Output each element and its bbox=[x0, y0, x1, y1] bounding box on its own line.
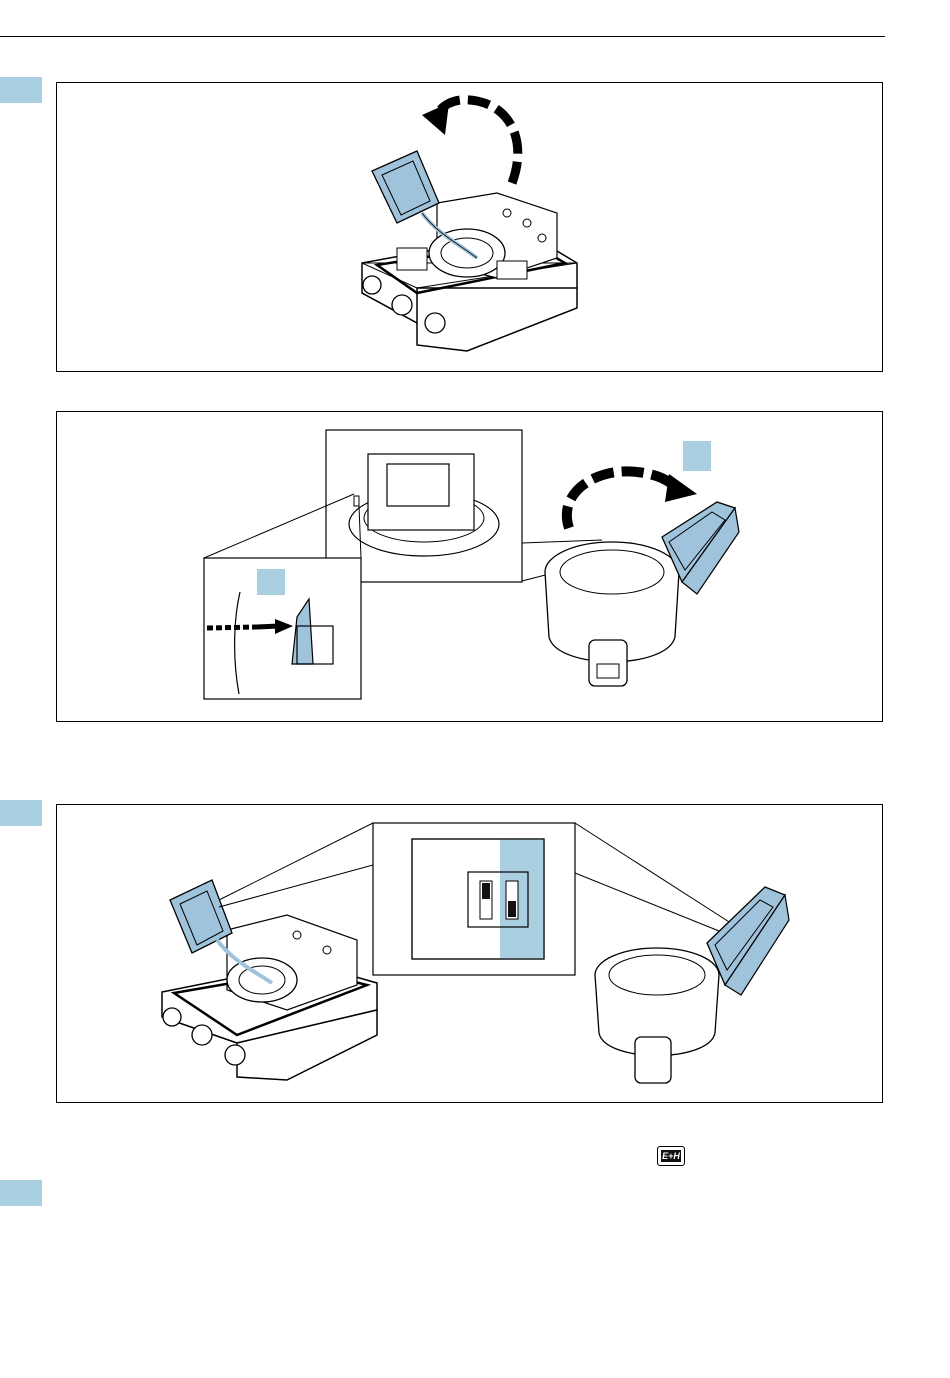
step-marker-2 bbox=[0, 800, 42, 826]
figure-unlatch-display bbox=[56, 411, 883, 722]
unlatch-display-detail-illustration bbox=[57, 412, 884, 723]
eh-logo-text: E+H bbox=[661, 1150, 681, 1162]
eh-logo: E+H bbox=[657, 1146, 685, 1166]
step-marker-1 bbox=[0, 77, 42, 103]
dip-switch-detail-illustration bbox=[57, 805, 884, 1104]
open-display-module-illustration bbox=[57, 83, 884, 373]
header-rule bbox=[0, 36, 885, 37]
figure-dip-switch bbox=[56, 804, 883, 1103]
step-marker-3 bbox=[0, 1180, 42, 1206]
figure-open-display-module bbox=[56, 82, 883, 372]
